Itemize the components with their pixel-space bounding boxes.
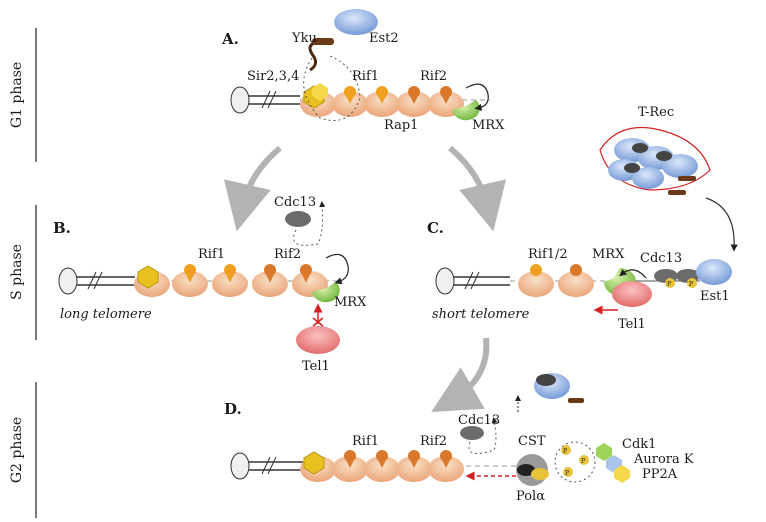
- chromosome-b: [58, 267, 340, 295]
- mrx-label-b: MRX: [334, 295, 367, 310]
- long-telomere-label: long telomere: [60, 307, 152, 322]
- phospho-c2-label: P: [689, 281, 693, 288]
- mrx-arc-c: [619, 268, 647, 279]
- nucleosome-c1: [518, 271, 554, 297]
- panel-d-letter: D.: [224, 400, 242, 418]
- est2-label: Est2: [369, 31, 399, 46]
- sir-complex: [303, 83, 328, 109]
- rap1-markers-b: [184, 264, 312, 283]
- phospho-c1: [665, 278, 675, 288]
- panel-a-letter: A.: [221, 30, 239, 48]
- cdc13-d: [460, 426, 484, 440]
- rif1-label-d: Rif1: [352, 434, 379, 449]
- est1-c: [696, 259, 732, 285]
- pola-label: Polα: [516, 489, 545, 504]
- rif1-label-b: Rif1: [198, 247, 225, 262]
- tel1-c: [612, 281, 652, 307]
- rif2-label-a: Rif2: [420, 69, 447, 84]
- panel-b-letter: B.: [53, 219, 71, 237]
- aurora-label: Aurora K: [633, 452, 694, 467]
- phospho-c1-label: P: [667, 281, 671, 288]
- rap1-markers-a: [344, 86, 452, 104]
- phospho-c2: [687, 278, 697, 288]
- est-complex-d: [534, 373, 584, 403]
- panel-c: C. T-Rec: [427, 105, 738, 332]
- panel-c-letter: C.: [427, 219, 444, 237]
- panel-b: B. Cdc13 Rif1: [53, 195, 367, 374]
- mrx-label-c: MRX: [592, 247, 625, 262]
- phase-label-s: S phase: [9, 244, 25, 300]
- mrx-arc-a: [465, 83, 489, 111]
- yku-label: Yku: [291, 31, 317, 46]
- tel1-b: [296, 326, 340, 354]
- phase-label-g2: G2 phase: [9, 417, 25, 483]
- phospho-cycle-d: [554, 441, 596, 483]
- phase-label-g1: G1 phase: [9, 62, 25, 128]
- rap1-markers-d: [344, 450, 452, 468]
- phospho-d1-label: P: [563, 448, 567, 455]
- cst-pola-complex: [516, 454, 549, 486]
- rif2-label-b: Rif2: [274, 247, 301, 262]
- rif12-label: Rif1/2: [528, 247, 568, 262]
- panel-d: D.: [224, 373, 694, 504]
- rif-marker-c1: [530, 264, 542, 276]
- trec-label: T-Rec: [638, 105, 674, 120]
- short-telomere-label: short telomere: [432, 307, 530, 322]
- rif2-label-d: Rif2: [420, 434, 447, 449]
- pp2a-label: PP2A: [642, 467, 678, 482]
- trec-cluster: [599, 126, 711, 195]
- yku-est2: [303, 9, 378, 121]
- phospho-d2-label: P: [581, 458, 585, 465]
- tel1-label-c: Tel1: [618, 317, 646, 332]
- cdc13-label-b: Cdc13: [274, 195, 316, 210]
- phospho-d3-label: P: [565, 470, 569, 477]
- mrx-a: [452, 100, 480, 121]
- kinase-legend: [596, 443, 630, 483]
- rif1-label-a: Rif1: [352, 69, 379, 84]
- panel-a: A.: [221, 9, 505, 133]
- mrx-arc-b: [325, 253, 349, 285]
- arrow-c-to-d: [431, 337, 490, 413]
- nucleosome-c2: [558, 271, 594, 297]
- cdc13-arc-b: [293, 201, 326, 246]
- cdc13-b: [285, 211, 311, 227]
- arrow-a-to-b: [223, 145, 282, 232]
- cst-label: CST: [518, 434, 546, 449]
- arrow-a-to-c: [448, 145, 507, 232]
- trec-arrow: [705, 197, 738, 252]
- tel1-label-b: Tel1: [302, 359, 330, 374]
- sir-b: [137, 265, 159, 289]
- sir-label: Sir2,3,4: [247, 69, 299, 84]
- cdc13-label-c: Cdc13: [640, 251, 682, 266]
- cdk1-label: Cdk1: [622, 437, 656, 452]
- rif-marker-c2: [570, 264, 582, 276]
- sir-d: [303, 451, 325, 475]
- cdc13-label-d: Cdc13: [458, 413, 500, 428]
- mrx-b: [312, 282, 340, 303]
- rap1-label: Rap1: [384, 118, 418, 133]
- block-mark: [312, 317, 324, 327]
- mrx-label-a: MRX: [472, 118, 505, 133]
- est1-label: Est1: [700, 289, 730, 304]
